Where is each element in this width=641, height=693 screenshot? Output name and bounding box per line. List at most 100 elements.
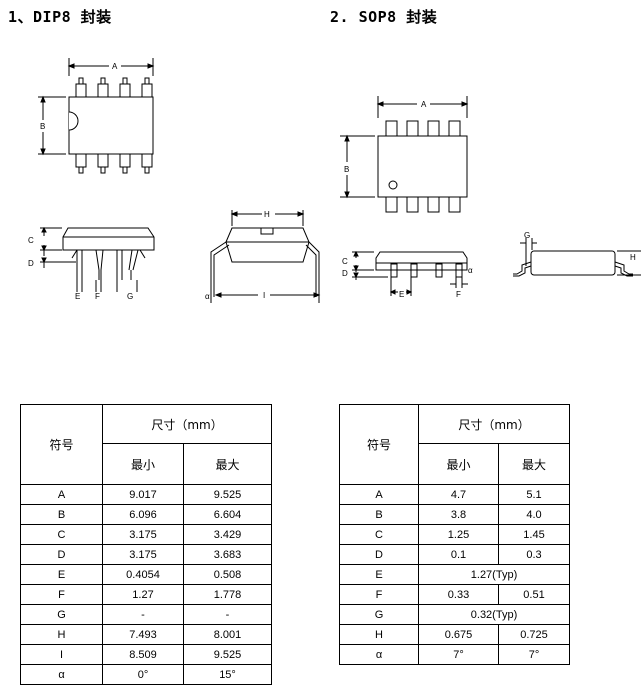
sop8-heading: 2. SOP8 封装 bbox=[330, 8, 438, 26]
dip-label-i: I bbox=[263, 291, 265, 300]
dip-header-max: 最大 bbox=[182, 443, 273, 485]
sop-symbol-cell: C bbox=[339, 524, 419, 545]
dip-symbol-cell: E bbox=[20, 564, 103, 585]
sop-end-view bbox=[513, 238, 641, 277]
dip-label-e: E bbox=[75, 292, 80, 301]
dip-header-size: 尺寸（mm） bbox=[101, 404, 273, 444]
dip-end-view bbox=[210, 210, 321, 303]
dip-symbol-cell: B bbox=[20, 504, 103, 525]
sop-typ-cell: 1.27(Typ) bbox=[417, 564, 571, 585]
dip-label-g: G bbox=[127, 292, 133, 301]
sop-max-cell: 7° bbox=[497, 644, 571, 665]
sop-symbol-cell: α bbox=[339, 644, 419, 665]
sop-max-cell: 0.3 bbox=[497, 544, 571, 565]
dip-top-view bbox=[38, 58, 155, 174]
sop-label-d: D bbox=[342, 269, 348, 278]
sop-label-c: C bbox=[342, 257, 348, 266]
sop-label-e: E bbox=[399, 290, 404, 299]
sop-symbol-cell: A bbox=[339, 484, 419, 505]
sop-label-g: G bbox=[524, 231, 530, 240]
dip-side-view bbox=[40, 226, 155, 292]
dip-max-cell: - bbox=[182, 604, 273, 625]
sop-max-cell: 0.51 bbox=[497, 584, 571, 605]
sop-header-min: 最小 bbox=[418, 443, 499, 485]
table-row: G-- bbox=[20, 604, 273, 625]
sop-symbol-cell: G bbox=[339, 604, 419, 625]
dip-max-cell: 6.604 bbox=[182, 504, 273, 525]
dip-label-b: B bbox=[40, 122, 45, 131]
dip-max-cell: 3.429 bbox=[182, 524, 273, 545]
dip-min-cell: 1.27 bbox=[102, 584, 184, 605]
dip-max-cell: 15° bbox=[182, 664, 273, 685]
sop-label-alpha: α bbox=[468, 266, 473, 275]
sop-max-cell: 0.725 bbox=[497, 624, 571, 645]
dip-label-f: F bbox=[95, 292, 100, 301]
dip-label-h: H bbox=[264, 210, 270, 219]
sop-header-size: 尺寸（mm） bbox=[417, 404, 571, 444]
sop-symbol-cell: F bbox=[339, 584, 419, 605]
sop-min-cell: 0.33 bbox=[418, 584, 499, 605]
dip-symbol-cell: D bbox=[20, 544, 103, 565]
dip-max-cell: 9.525 bbox=[182, 484, 273, 505]
package-drawings: A B C D E F G H I α A B C D E F G H α bbox=[28, 58, 641, 303]
sop-label-b: B bbox=[344, 165, 349, 174]
dip-label-c: C bbox=[28, 236, 34, 245]
dip-label-d: D bbox=[28, 259, 34, 268]
sop-min-cell: 0.675 bbox=[418, 624, 499, 645]
sop-label-a: A bbox=[421, 100, 427, 109]
dip-min-cell: - bbox=[102, 604, 184, 625]
dip-symbol-cell: α bbox=[20, 664, 103, 685]
sop-label-h: H bbox=[630, 253, 636, 262]
dip-min-cell: 3.175 bbox=[102, 544, 184, 565]
sop-symbol-cell: D bbox=[339, 544, 419, 565]
sop-side-view bbox=[352, 250, 468, 296]
dip8-heading: 1、DIP8 封装 bbox=[8, 8, 112, 26]
sop-min-cell: 1.25 bbox=[418, 524, 499, 545]
dip-symbol-cell: I bbox=[20, 644, 103, 665]
dip-symbol-cell: H bbox=[20, 624, 103, 645]
sop-max-cell: 5.1 bbox=[497, 484, 571, 505]
sop-max-cell: 4.0 bbox=[497, 504, 571, 525]
dip-max-cell: 8.001 bbox=[182, 624, 273, 645]
sop-header-symbol: 符号 bbox=[339, 404, 419, 485]
dip-max-cell: 0.508 bbox=[182, 564, 273, 585]
dip-header-symbol: 符号 bbox=[20, 404, 103, 485]
dip-label-alpha: α bbox=[205, 292, 210, 301]
sop-symbol-cell: B bbox=[339, 504, 419, 525]
sop-top-view bbox=[340, 96, 469, 213]
dip-symbol-cell: C bbox=[20, 524, 103, 545]
dip-max-cell: 1.778 bbox=[182, 584, 273, 605]
dip-min-cell: 3.175 bbox=[102, 524, 184, 545]
dip-min-cell: 7.493 bbox=[102, 624, 184, 645]
sop-min-cell: 3.8 bbox=[418, 504, 499, 525]
dip-min-cell: 6.096 bbox=[102, 504, 184, 525]
dip-min-cell: 0° bbox=[102, 664, 184, 685]
sop-symbol-cell: E bbox=[339, 564, 419, 585]
sop-min-cell: 4.7 bbox=[418, 484, 499, 505]
dip-max-cell: 9.525 bbox=[182, 644, 273, 665]
sop-label-f: F bbox=[456, 290, 461, 299]
dip-symbol-cell: F bbox=[20, 584, 103, 605]
dip-min-cell: 0.4054 bbox=[102, 564, 184, 585]
sop-header-max: 最大 bbox=[497, 443, 571, 485]
